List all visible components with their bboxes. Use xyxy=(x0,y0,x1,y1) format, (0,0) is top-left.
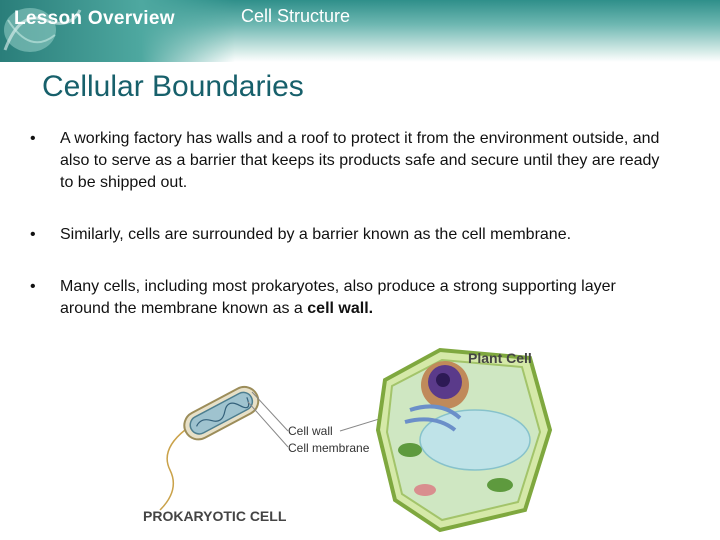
bullet-text: Similarly, cells are surrounded by a bar… xyxy=(60,226,572,243)
bullet-list: • A working factory has walls and a roof… xyxy=(30,128,670,350)
plant-cell-icon xyxy=(375,347,553,533)
prokaryotic-cell-icon xyxy=(159,385,260,511)
cell-wall-label: Cell wall xyxy=(288,424,333,438)
bullet-text: Many cells, including most prokaryotes, … xyxy=(60,278,616,317)
bullet-item: • Similarly, cells are surrounded by a b… xyxy=(30,224,670,246)
bullet-item: • A working factory has walls and a roof… xyxy=(30,128,670,194)
slide-header: Lesson Overview Cell Structure xyxy=(0,0,720,62)
bullet-marker: • xyxy=(30,278,36,295)
lesson-label: Lesson Overview xyxy=(14,8,175,29)
plant-cell-label: Plant Cell xyxy=(468,350,532,366)
bullet-item: • Many cells, including most prokaryotes… xyxy=(30,276,670,320)
bullet-bold-term: cell wall. xyxy=(307,300,374,317)
bullet-text: A working factory has walls and a roof t… xyxy=(60,130,660,191)
topic-label: Cell Structure xyxy=(241,6,351,26)
cell-figure: Plant Cell PROKARYOTIC CELL Cell wall Ce… xyxy=(140,340,570,535)
cell-illustration xyxy=(159,347,553,533)
bullet-marker: • xyxy=(30,226,36,243)
bullet-marker: • xyxy=(30,130,36,147)
cell-membrane-label: Cell membrane xyxy=(288,441,370,455)
prokaryotic-cell-label: PROKARYOTIC CELL xyxy=(143,508,287,524)
dna-decoration-icon xyxy=(3,8,82,52)
slide-title: Cellular Boundaries xyxy=(42,70,304,103)
